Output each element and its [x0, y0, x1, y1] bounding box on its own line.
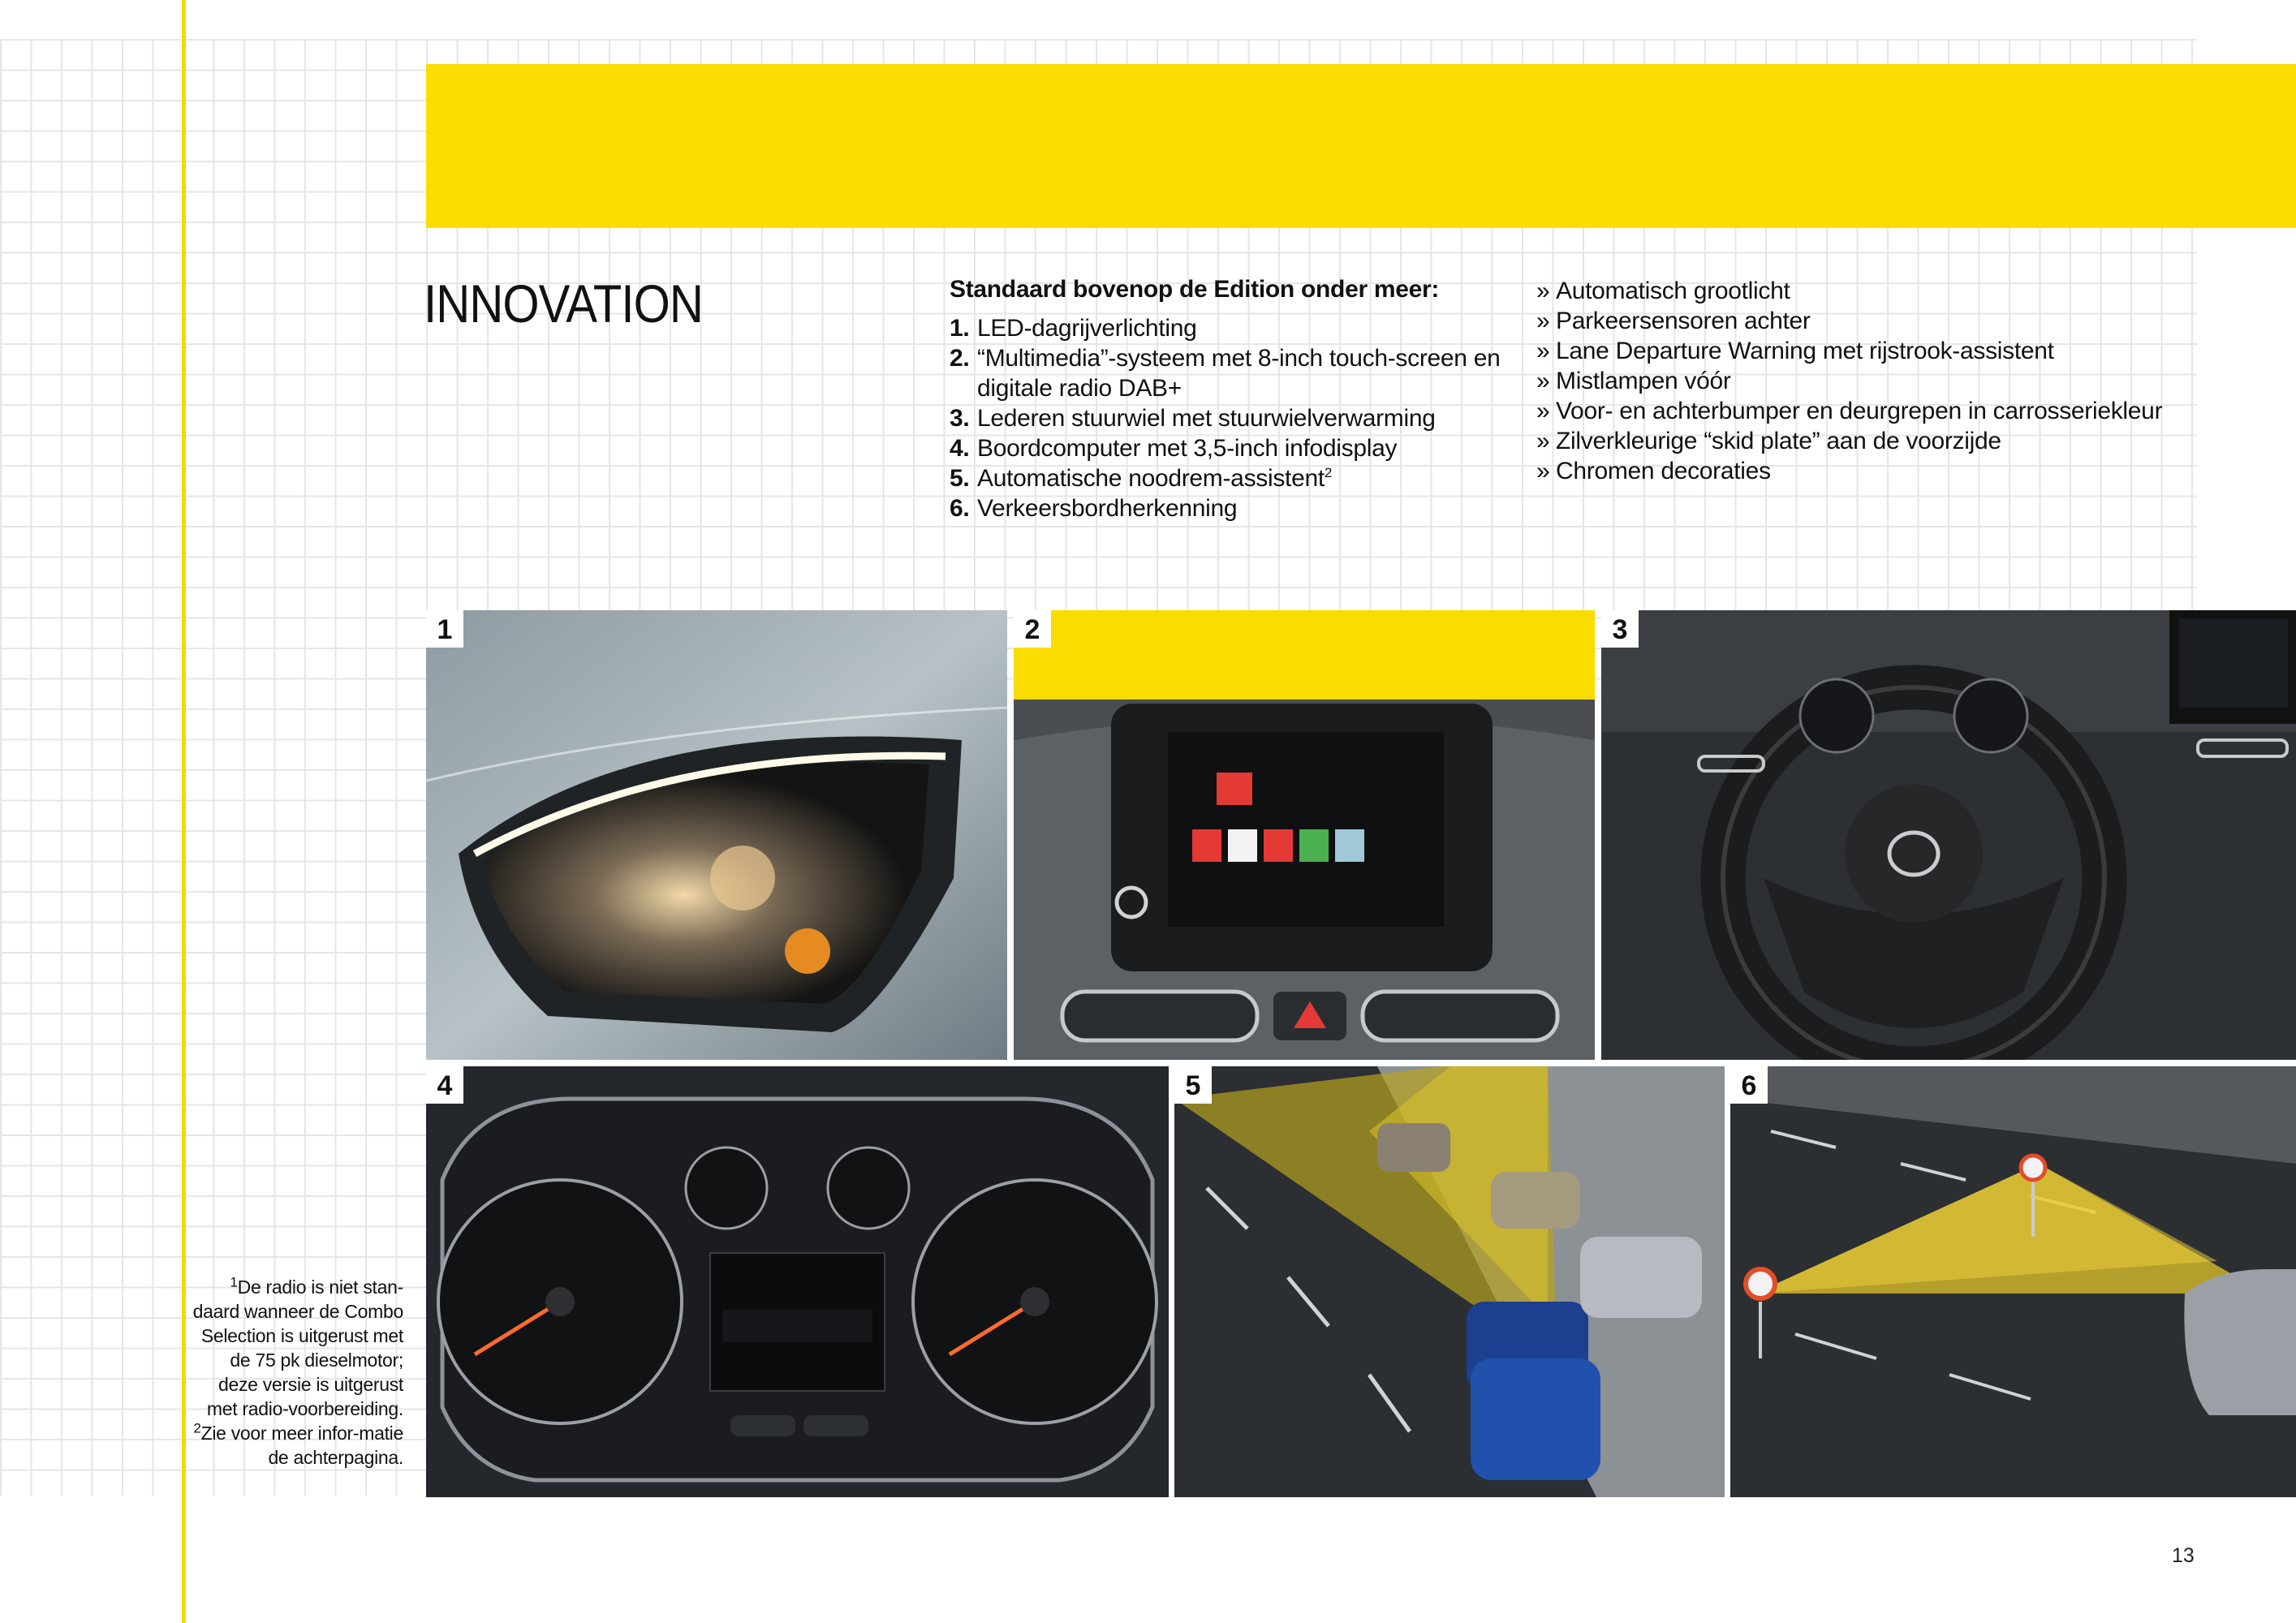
list-item: »Lane Departure Warning met rijstrook-as…	[1536, 338, 2054, 364]
steering-wheel-photo: 3	[1601, 610, 2296, 1060]
emergency-brake-photo-icon	[1174, 1066, 1725, 1497]
list-item: 5.Automatische noodrem-assistent2	[950, 465, 1333, 492]
list-item: »Parkeersensoren achter	[1536, 308, 1811, 334]
footnote-2: 2Zie voor meer infor-matie de achterpagi…	[193, 1420, 403, 1468]
photo-label: 1	[426, 610, 463, 648]
list-item: »Zilverkleurige “skid plate” aan de voor…	[1536, 428, 2001, 454]
list-item: »Chromen decoraties	[1536, 458, 1771, 484]
footnote-1: 1De radio is niet stan-daard wanneer de …	[192, 1274, 404, 1419]
steering-wheel-photo-icon	[1601, 610, 2296, 1060]
list-item: »Voor- en achterbumper en deurgrepen in …	[1536, 398, 2163, 424]
list-item: 1.LED-dagrijverlichting	[950, 315, 1197, 342]
photo-label: 6	[1730, 1066, 1768, 1104]
list-item: 6.Verkeersbordherkenning	[950, 495, 1238, 522]
footnote-ref: 2	[1324, 465, 1333, 480]
traffic-sign-recognition-photo: 6	[1730, 1066, 2296, 1497]
yellow-header-band	[426, 64, 2296, 228]
photo-label: 5	[1174, 1066, 1212, 1104]
section-title: INNOVATION	[424, 273, 704, 334]
touchscreen-photo: 2	[1014, 610, 1595, 1060]
emergency-brake-photo: 5	[1174, 1066, 1725, 1497]
page-number: 13	[2172, 1544, 2195, 1567]
standard-heading: Standaard bovenop de Edition onder meer:	[950, 276, 1440, 303]
photo-label: 2	[1014, 610, 1051, 648]
standard-list: 1.LED-dagrijverlichting 2.“Multimedia”-s…	[950, 313, 1518, 523]
photo-label: 3	[1601, 610, 1639, 648]
list-item: 2.“Multimedia”-systeem met 8-inch touch-…	[950, 345, 1501, 402]
yellow-vertical-rule	[182, 0, 186, 1623]
instrument-cluster-photo-icon	[426, 1066, 1169, 1497]
footnotes: 1De radio is niet stan-daard wanneer de …	[192, 1274, 404, 1470]
list-item: 4.Boordcomputer met 3,5-inch infodisplay	[950, 435, 1398, 462]
photo-label: 4	[426, 1066, 463, 1104]
headlight-photo: 1	[426, 610, 1007, 1060]
extra-features: »Automatisch grootlicht »Parkeersensoren…	[1536, 276, 2218, 486]
list-item: 3.Lederen stuurwiel met stuurwielverwarm…	[950, 405, 1436, 432]
touchscreen-photo-icon	[1014, 610, 1595, 1060]
instrument-cluster-photo: 4	[426, 1066, 1169, 1497]
traffic-sign-recognition-photo-icon	[1730, 1066, 2296, 1497]
list-item: »Automatisch grootlicht	[1536, 278, 1790, 304]
headlight-photo-icon	[426, 610, 1007, 1060]
extras-list: »Automatisch grootlicht »Parkeersensoren…	[1536, 276, 2218, 486]
list-item: »Mistlampen vóór	[1536, 368, 1731, 394]
standard-features: Standaard bovenop de Edition onder meer:…	[950, 276, 1518, 523]
